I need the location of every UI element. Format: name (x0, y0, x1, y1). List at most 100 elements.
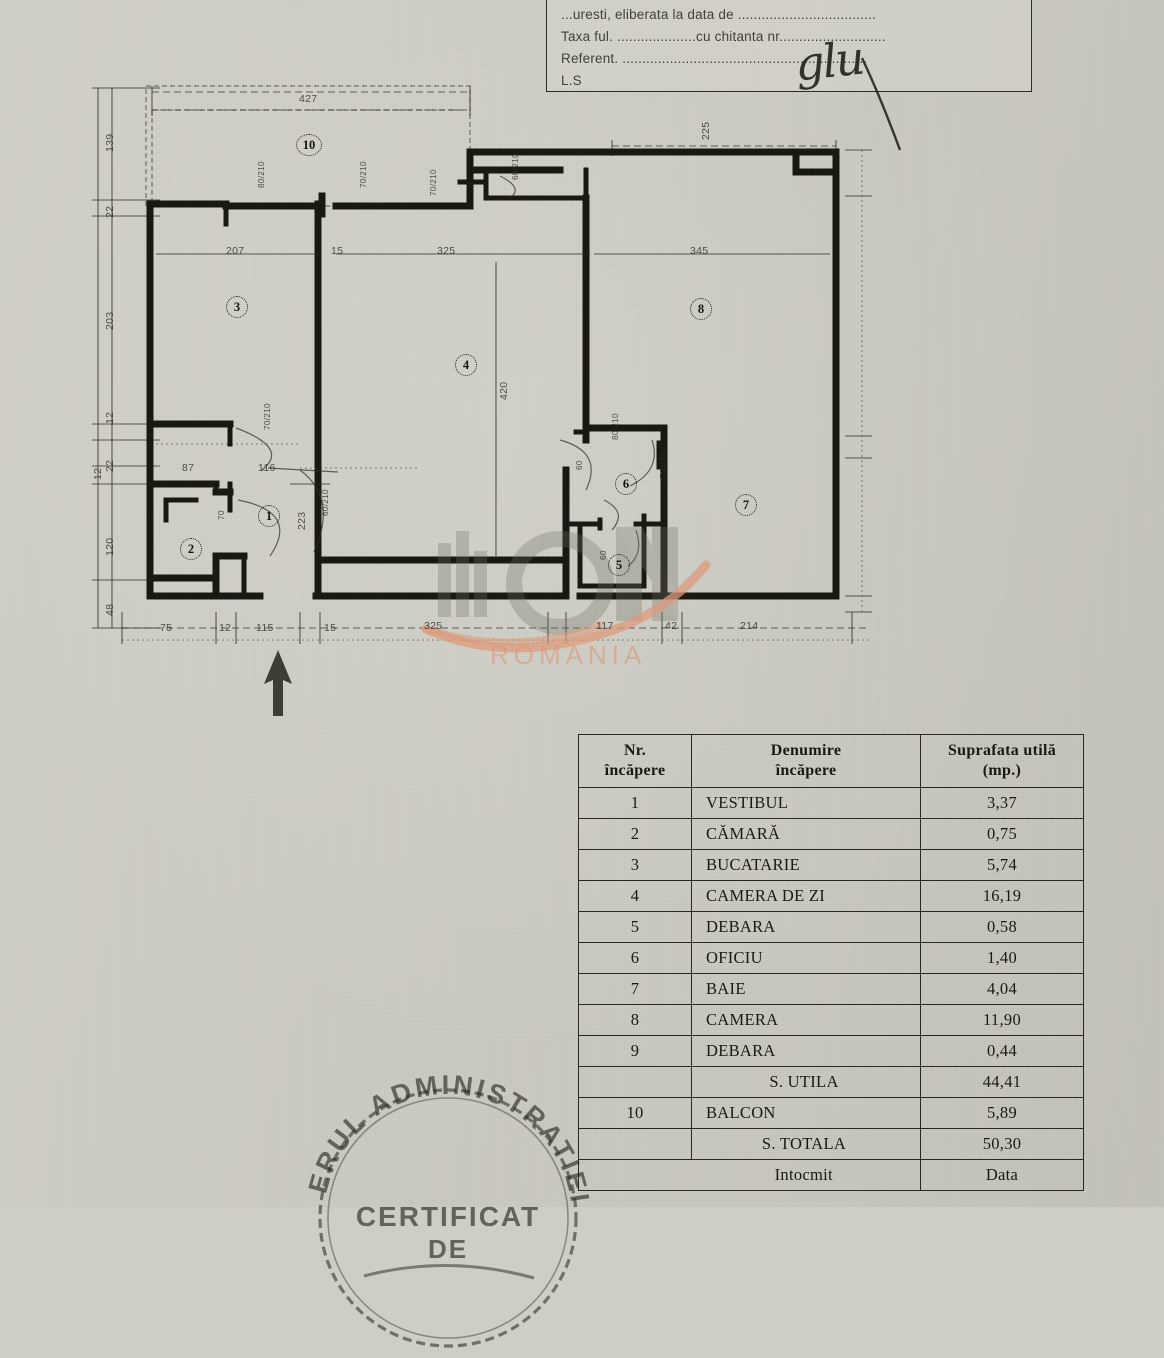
cell-area: 3,37 (920, 787, 1084, 819)
dim-left-8: 48 (104, 603, 116, 616)
footer-left: Intocmit (691, 1159, 921, 1191)
room-badge-4: 4 (455, 354, 477, 376)
dim-left-2: 22 (104, 205, 116, 218)
cell-area: 44,41 (920, 1066, 1084, 1098)
watermark-country: ROMANIA (490, 640, 647, 670)
dim-inner-207: 207 (226, 245, 245, 257)
cell-name: CĂMARĂ (691, 818, 921, 850)
dim-inner-420: 420 (498, 381, 510, 400)
cell-name: CAMERA DE ZI (691, 880, 921, 912)
cell-name: S. UTILA (691, 1066, 921, 1098)
inner-dimension-lines (156, 253, 830, 556)
header-nr-line1: Nr. (623, 742, 647, 759)
dim-bottom-4: 15 (324, 622, 337, 634)
stamp-line-4: L.S (561, 73, 582, 88)
dim-inner-87: 87 (182, 462, 195, 474)
room-badge-10: 10 (296, 134, 322, 156)
dim-left-4: 12 (104, 411, 116, 424)
cell-area: 0,58 (920, 911, 1084, 943)
cell-name: CAMERA (691, 1004, 921, 1036)
door-label-9: 70 (217, 510, 226, 520)
cell-name: S. TOTALA (691, 1128, 921, 1160)
handwritten-signature: glu (792, 30, 866, 92)
dim-inner-223: 223 (296, 511, 308, 530)
seal-inner-line2: DE (428, 1234, 468, 1264)
room-badge-2: 2 (180, 538, 202, 560)
dimension-lines-left (92, 87, 160, 629)
cell-nr: 4 (578, 880, 692, 912)
dim-bottom-1: 75 (160, 622, 173, 634)
door-label-1: 80/210 (257, 161, 266, 188)
svg-text:ERUL ADMINISTRATIEI: ERUL ADMINISTRATIEI (303, 1070, 596, 1207)
stamp-line-1: ...uresti, eliberata la data de ........… (561, 7, 877, 22)
dim-inner-345: 345 (690, 245, 709, 257)
table-header-row: Nr. încăpere Denumire încăpere Suprafata… (578, 734, 1084, 788)
table-footer-row: Intocmit Data (578, 1159, 1084, 1191)
cell-area: 5,74 (920, 849, 1084, 881)
cell-nr: 7 (578, 973, 692, 1005)
cell-area: 1,40 (920, 942, 1084, 974)
door-label-11: 60 (599, 550, 608, 560)
dim-bottom-8: 214 (740, 620, 759, 632)
room-badge-8: 8 (690, 298, 712, 320)
cell-nr: 1 (578, 787, 692, 819)
header-nr-line2: încăpere (604, 762, 666, 779)
dim-inner-116: 116 (258, 462, 276, 474)
cell-name: BAIE (691, 973, 921, 1005)
cell-nr: 2 (578, 818, 692, 850)
door-label-6: 60/210 (321, 489, 330, 516)
seal-inner-line1: CERTIFICAT (356, 1201, 540, 1232)
cell-name: BALCON (691, 1097, 921, 1129)
dim-left-3: 203 (104, 311, 116, 330)
dim-inner-15: 15 (331, 245, 344, 257)
dim-bottom-7: 42 (665, 620, 678, 632)
cell-nr: 5 (578, 911, 692, 943)
dim-left-6: 12 (92, 467, 104, 480)
door-label-3: 70/210 (429, 169, 438, 196)
cell-nr: 8 (578, 1004, 692, 1036)
dim-bottom-3: 115 (256, 622, 274, 634)
header-name-line2: încăpere (775, 762, 837, 779)
dim-bottom-2: 12 (219, 622, 232, 634)
header-nr: Nr. încăpere (578, 734, 692, 788)
official-round-seal: ERUL ADMINISTRATIEI CERTIFICAT DE (298, 1058, 598, 1358)
dim-bottom-6: 117 (596, 620, 614, 632)
dim-left-7: 120 (104, 537, 116, 556)
room-badge-7: 7 (735, 494, 757, 516)
cell-name: VESTIBUL (691, 787, 921, 819)
door-label-7: 80/210 (611, 413, 620, 440)
room-badge-1: 1 (258, 505, 280, 527)
cell-area: 50,30 (920, 1128, 1084, 1160)
room-badge-3: 3 (226, 296, 248, 318)
header-area-line2: (mp.) (982, 762, 1022, 779)
cell-nr: 6 (578, 942, 692, 974)
cell-name: BUCATARIE (691, 849, 921, 881)
cell-name: DEBARA (691, 911, 921, 943)
room-schedule-table: Nr. încăpere Denumire încăpere Suprafata… (578, 734, 1084, 1191)
door-label-10: 60 (575, 460, 584, 470)
dim-top-balcony: 427 (299, 93, 318, 105)
cell-area: 0,75 (920, 818, 1084, 850)
door-label-5: 70/210 (263, 403, 272, 430)
room-badge-6: 6 (615, 473, 637, 495)
header-name-line1: Denumire (770, 742, 842, 759)
cell-area: 11,90 (920, 1004, 1084, 1036)
cell-area: 0,44 (920, 1035, 1084, 1067)
seal-outer-text: ERUL ADMINISTRATIEI (303, 1070, 593, 1207)
room-number-badges: 1 2 3 4 5 6 7 8 10 (180, 134, 757, 576)
stamp-line-3: Referent. ..............................… (561, 51, 868, 66)
cell-nr: 3 (578, 849, 692, 881)
